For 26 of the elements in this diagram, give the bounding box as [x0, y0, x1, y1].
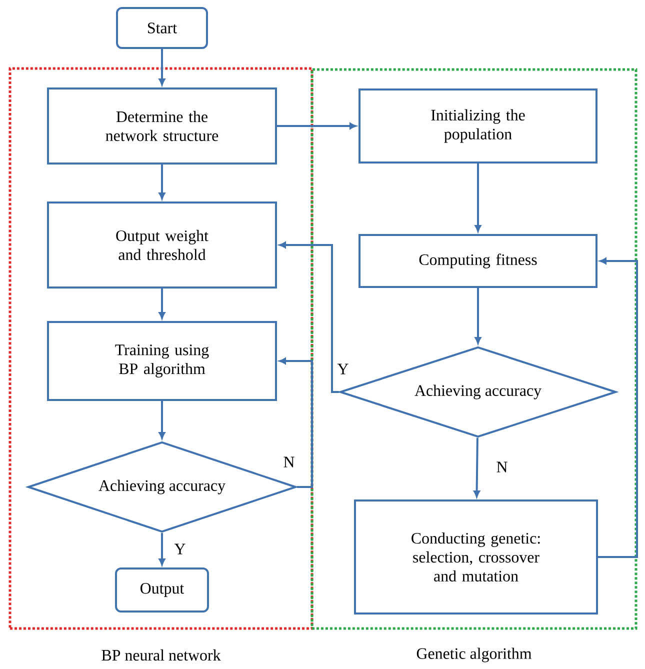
- process-box: Determine the network structure: [47, 88, 277, 164]
- process-box: Computing fitness: [358, 234, 598, 288]
- process-box: Initializing the population: [358, 88, 598, 164]
- terminal-box: Start: [116, 7, 208, 49]
- node-label: Genetic algorithm: [416, 648, 532, 662]
- arrow: [474, 288, 482, 344]
- arrow: [279, 242, 339, 393]
- arrow: [474, 164, 482, 232]
- arrow: [598, 258, 638, 558]
- process-box: Conducting genetic: selection, crossover and mutation: [354, 500, 598, 614]
- arrow: [158, 288, 166, 319]
- edge-label: Y: [173, 542, 187, 556]
- node-label: BP neural network: [102, 649, 221, 661]
- arrow: [277, 122, 356, 130]
- arrow: [279, 358, 313, 488]
- arrow: [158, 164, 166, 200]
- arrow: [158, 401, 166, 439]
- edge-label: N: [495, 460, 509, 474]
- edge-label: Y: [336, 362, 350, 376]
- arrow: [474, 438, 480, 498]
- process-box: Training using BP algorithm: [47, 321, 277, 401]
- terminal-box: Output: [115, 568, 209, 612]
- arrow: [158, 533, 166, 566]
- process-box: Output weight and threshold: [47, 202, 277, 288]
- edge-label: N: [282, 456, 296, 468]
- arrow: [158, 49, 166, 86]
